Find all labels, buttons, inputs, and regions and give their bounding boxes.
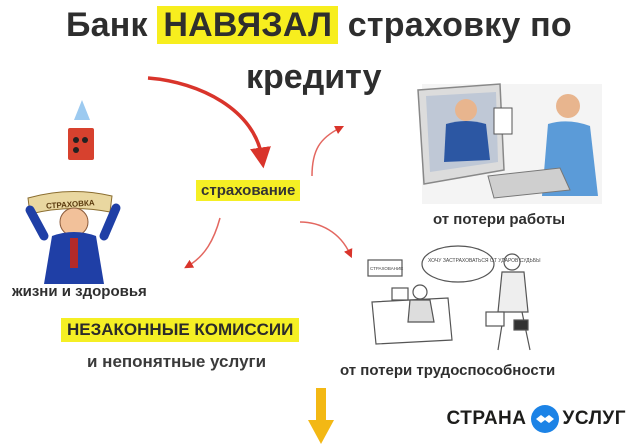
arrow-to-disability bbox=[299, 221, 353, 259]
title-prefix: Банк bbox=[66, 6, 148, 44]
label-disability: от потери трудоспособности bbox=[340, 362, 556, 379]
warning-headline: НЕЗАКОННЫЕ КОМИССИИ bbox=[61, 318, 300, 342]
page-title-line2: кредиту bbox=[246, 58, 382, 96]
speech-text: ХОЧУ ЗАСТРАХОВАТЬСЯ ОТ УДАРОВ СУДЬБЫ bbox=[428, 258, 541, 264]
title-suffix: страховку по bbox=[347, 6, 572, 44]
down-arrow-icon bbox=[308, 388, 334, 444]
label-life-health: жизни и здоровья bbox=[12, 283, 147, 300]
arrow-title-to-insurance bbox=[147, 76, 271, 169]
logo-right: УСЛУГ bbox=[562, 408, 626, 429]
sign-text: СТРАХОВАНИЕ bbox=[370, 266, 403, 271]
office-sketch-illustration: ХОЧУ ЗАСТРАХОВАТЬСЯ ОТ УДАРОВ СУДЬБЫ СТР… bbox=[367, 245, 541, 351]
page-title: Банк НАВЯЗАЛ страховку по bbox=[66, 6, 572, 45]
banner-text: СТРАХОВКА bbox=[46, 198, 95, 210]
title-highlight: НАВЯЗАЛ bbox=[157, 6, 339, 44]
arrow-to-health bbox=[184, 217, 221, 269]
logo-left: СТРАНА bbox=[446, 408, 527, 429]
label-work-loss: от потери работы bbox=[433, 211, 566, 228]
handshake-icon bbox=[530, 405, 559, 433]
insurance-label: страхование bbox=[196, 180, 301, 201]
man-with-banner-illustration: СТРАХОВКА bbox=[25, 100, 121, 284]
office-monitor-illustration bbox=[417, 83, 602, 204]
brand-logo: СТРАНА УСЛУГ bbox=[446, 405, 626, 433]
arrow-to-work bbox=[311, 125, 345, 177]
warning-subtext: и непонятные услуги bbox=[87, 352, 267, 371]
